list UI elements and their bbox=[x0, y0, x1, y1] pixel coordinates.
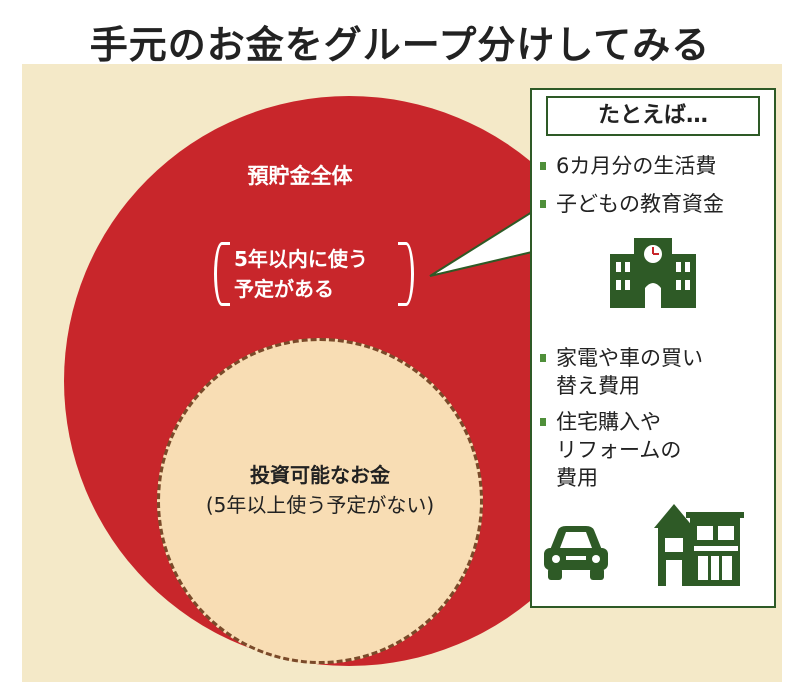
example-line: 6カ月分の生活費 bbox=[556, 154, 717, 178]
examples-box: たとえば… 6カ月分の生活費 子どもの教育資金 家電や車の買い 替え費用 bbox=[530, 88, 776, 608]
example-text: 6カ月分の生活費 bbox=[556, 152, 772, 180]
near-term-note: 5年以内に使う 予定がある bbox=[214, 242, 414, 306]
school-building-icon bbox=[610, 238, 696, 308]
example-line: 住宅購入や bbox=[556, 410, 661, 434]
house-icon bbox=[654, 504, 744, 586]
near-term-line: 予定がある bbox=[234, 277, 334, 301]
example-line: 家電や車の買い bbox=[556, 346, 703, 370]
bullet-icon bbox=[540, 354, 546, 362]
near-term-line: 5年以内に使う bbox=[234, 247, 368, 271]
investable-money-circle bbox=[157, 338, 483, 664]
example-text: 家電や車の買い 替え費用 bbox=[556, 344, 772, 400]
right-parenthesis bbox=[398, 242, 414, 306]
savings-total-label: 預貯金全体 bbox=[247, 164, 353, 188]
diagram-title: 手元のお金をグループ分けしてみる bbox=[89, 23, 711, 67]
example-line: 子どもの教育資金 bbox=[556, 192, 724, 216]
investable-money-note: (5年以上使う予定がない) bbox=[205, 493, 435, 517]
examples-heading: たとえば… bbox=[546, 96, 760, 136]
bullet-icon bbox=[540, 162, 546, 170]
bullet-icon bbox=[540, 418, 546, 426]
example-line: 替え費用 bbox=[556, 374, 640, 398]
bullet-icon bbox=[540, 200, 546, 208]
investable-money-title: 投資可能なお金 bbox=[250, 463, 390, 487]
example-text: 子どもの教育資金 bbox=[556, 190, 772, 218]
example-line: 費用 bbox=[556, 466, 598, 490]
near-term-text: 5年以内に使う 予定がある bbox=[234, 244, 394, 304]
left-parenthesis bbox=[214, 242, 230, 306]
example-text: 住宅購入や リフォームの 費用 bbox=[556, 408, 772, 492]
car-icon bbox=[544, 526, 608, 580]
investable-money-label: 投資可能なお金 (5年以上使う予定がない) bbox=[157, 460, 483, 520]
example-line: リフォームの bbox=[556, 438, 682, 462]
